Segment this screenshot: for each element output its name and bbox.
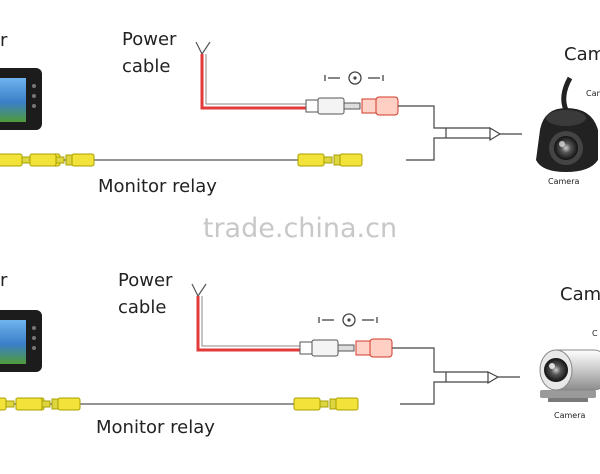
panel-top: r Power cable (0, 29, 600, 197)
camera-title: Cam (560, 284, 600, 305)
power-cable-label-line2: cable (122, 56, 170, 77)
camera-tag: Camera (586, 89, 600, 98)
dc-power-symbol-icon (318, 313, 378, 327)
monitor-relay-label: Monitor relay (98, 176, 217, 197)
power-wire (195, 41, 446, 129)
power-cable-label: Power (122, 29, 177, 50)
camera-caption: Camera (554, 411, 585, 420)
monitor-label: r (0, 30, 8, 51)
panel-bottom: r Power cable (0, 270, 600, 438)
power-cable-label: Power (118, 270, 173, 291)
monitor-icon (0, 310, 42, 372)
power-cable-label-line2: cable (118, 297, 166, 318)
monitor-label: r (0, 270, 8, 291)
video-wire (0, 371, 520, 411)
camera-tag: C (592, 329, 598, 338)
camera-title: Cam (564, 44, 600, 65)
monitor-icon (0, 68, 42, 130)
power-wire (191, 283, 446, 373)
camera-icon (536, 76, 598, 172)
camera-icon (539, 349, 600, 402)
watermark-text: trade.china.cn (203, 213, 397, 244)
camera-caption: Camera (548, 177, 579, 186)
dc-power-symbol-icon (324, 71, 384, 85)
video-wire (0, 126, 522, 167)
monitor-relay-label: Monitor relay (96, 417, 215, 438)
